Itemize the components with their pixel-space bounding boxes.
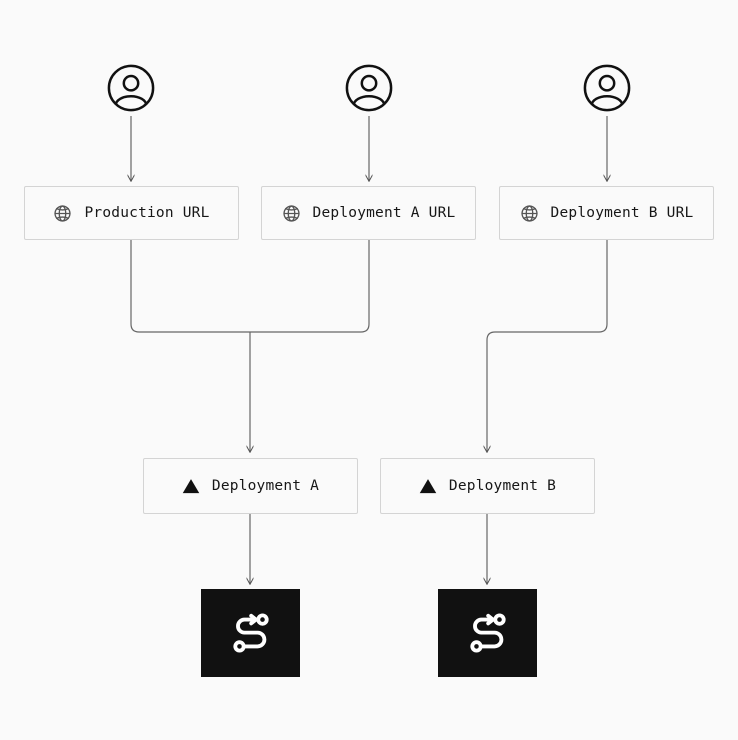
vercel-triangle-icon xyxy=(182,477,201,496)
edge-production-url-to-deployment-a xyxy=(130,239,250,333)
node-label: Deployment B xyxy=(448,478,557,494)
edge-deployment-a-url-to-deployment-a xyxy=(250,239,370,333)
route-icon xyxy=(469,613,506,653)
node-label: Deployment A URL xyxy=(312,205,456,221)
user-avatar-deployment-b[interactable] xyxy=(582,63,632,113)
user-circle-icon xyxy=(583,64,631,112)
node-deployment-b[interactable]: Deployment B xyxy=(380,458,595,514)
globe-icon xyxy=(282,204,301,223)
node-deployment-b-url[interactable]: Deployment B URL xyxy=(499,186,714,240)
user-circle-icon xyxy=(345,64,393,112)
node-deployment-a-url[interactable]: Deployment A URL xyxy=(261,186,476,240)
globe-icon xyxy=(520,204,539,223)
vercel-triangle-icon xyxy=(419,477,438,496)
route-tile-b[interactable] xyxy=(438,589,537,677)
globe-icon xyxy=(53,204,72,223)
route-icon xyxy=(232,613,269,653)
node-production-url[interactable]: Production URL xyxy=(24,186,239,240)
edge-deployment-b-url-to-deployment-b xyxy=(487,239,608,452)
route-tile-a[interactable] xyxy=(201,589,300,677)
user-circle-icon xyxy=(107,64,155,112)
user-avatar-deployment-a[interactable] xyxy=(344,63,394,113)
node-label: Deployment B URL xyxy=(550,205,694,221)
node-label: Production URL xyxy=(84,205,210,221)
user-avatar-production[interactable] xyxy=(106,63,156,113)
node-deployment-a[interactable]: Deployment A xyxy=(143,458,358,514)
node-label: Deployment A xyxy=(211,478,320,494)
